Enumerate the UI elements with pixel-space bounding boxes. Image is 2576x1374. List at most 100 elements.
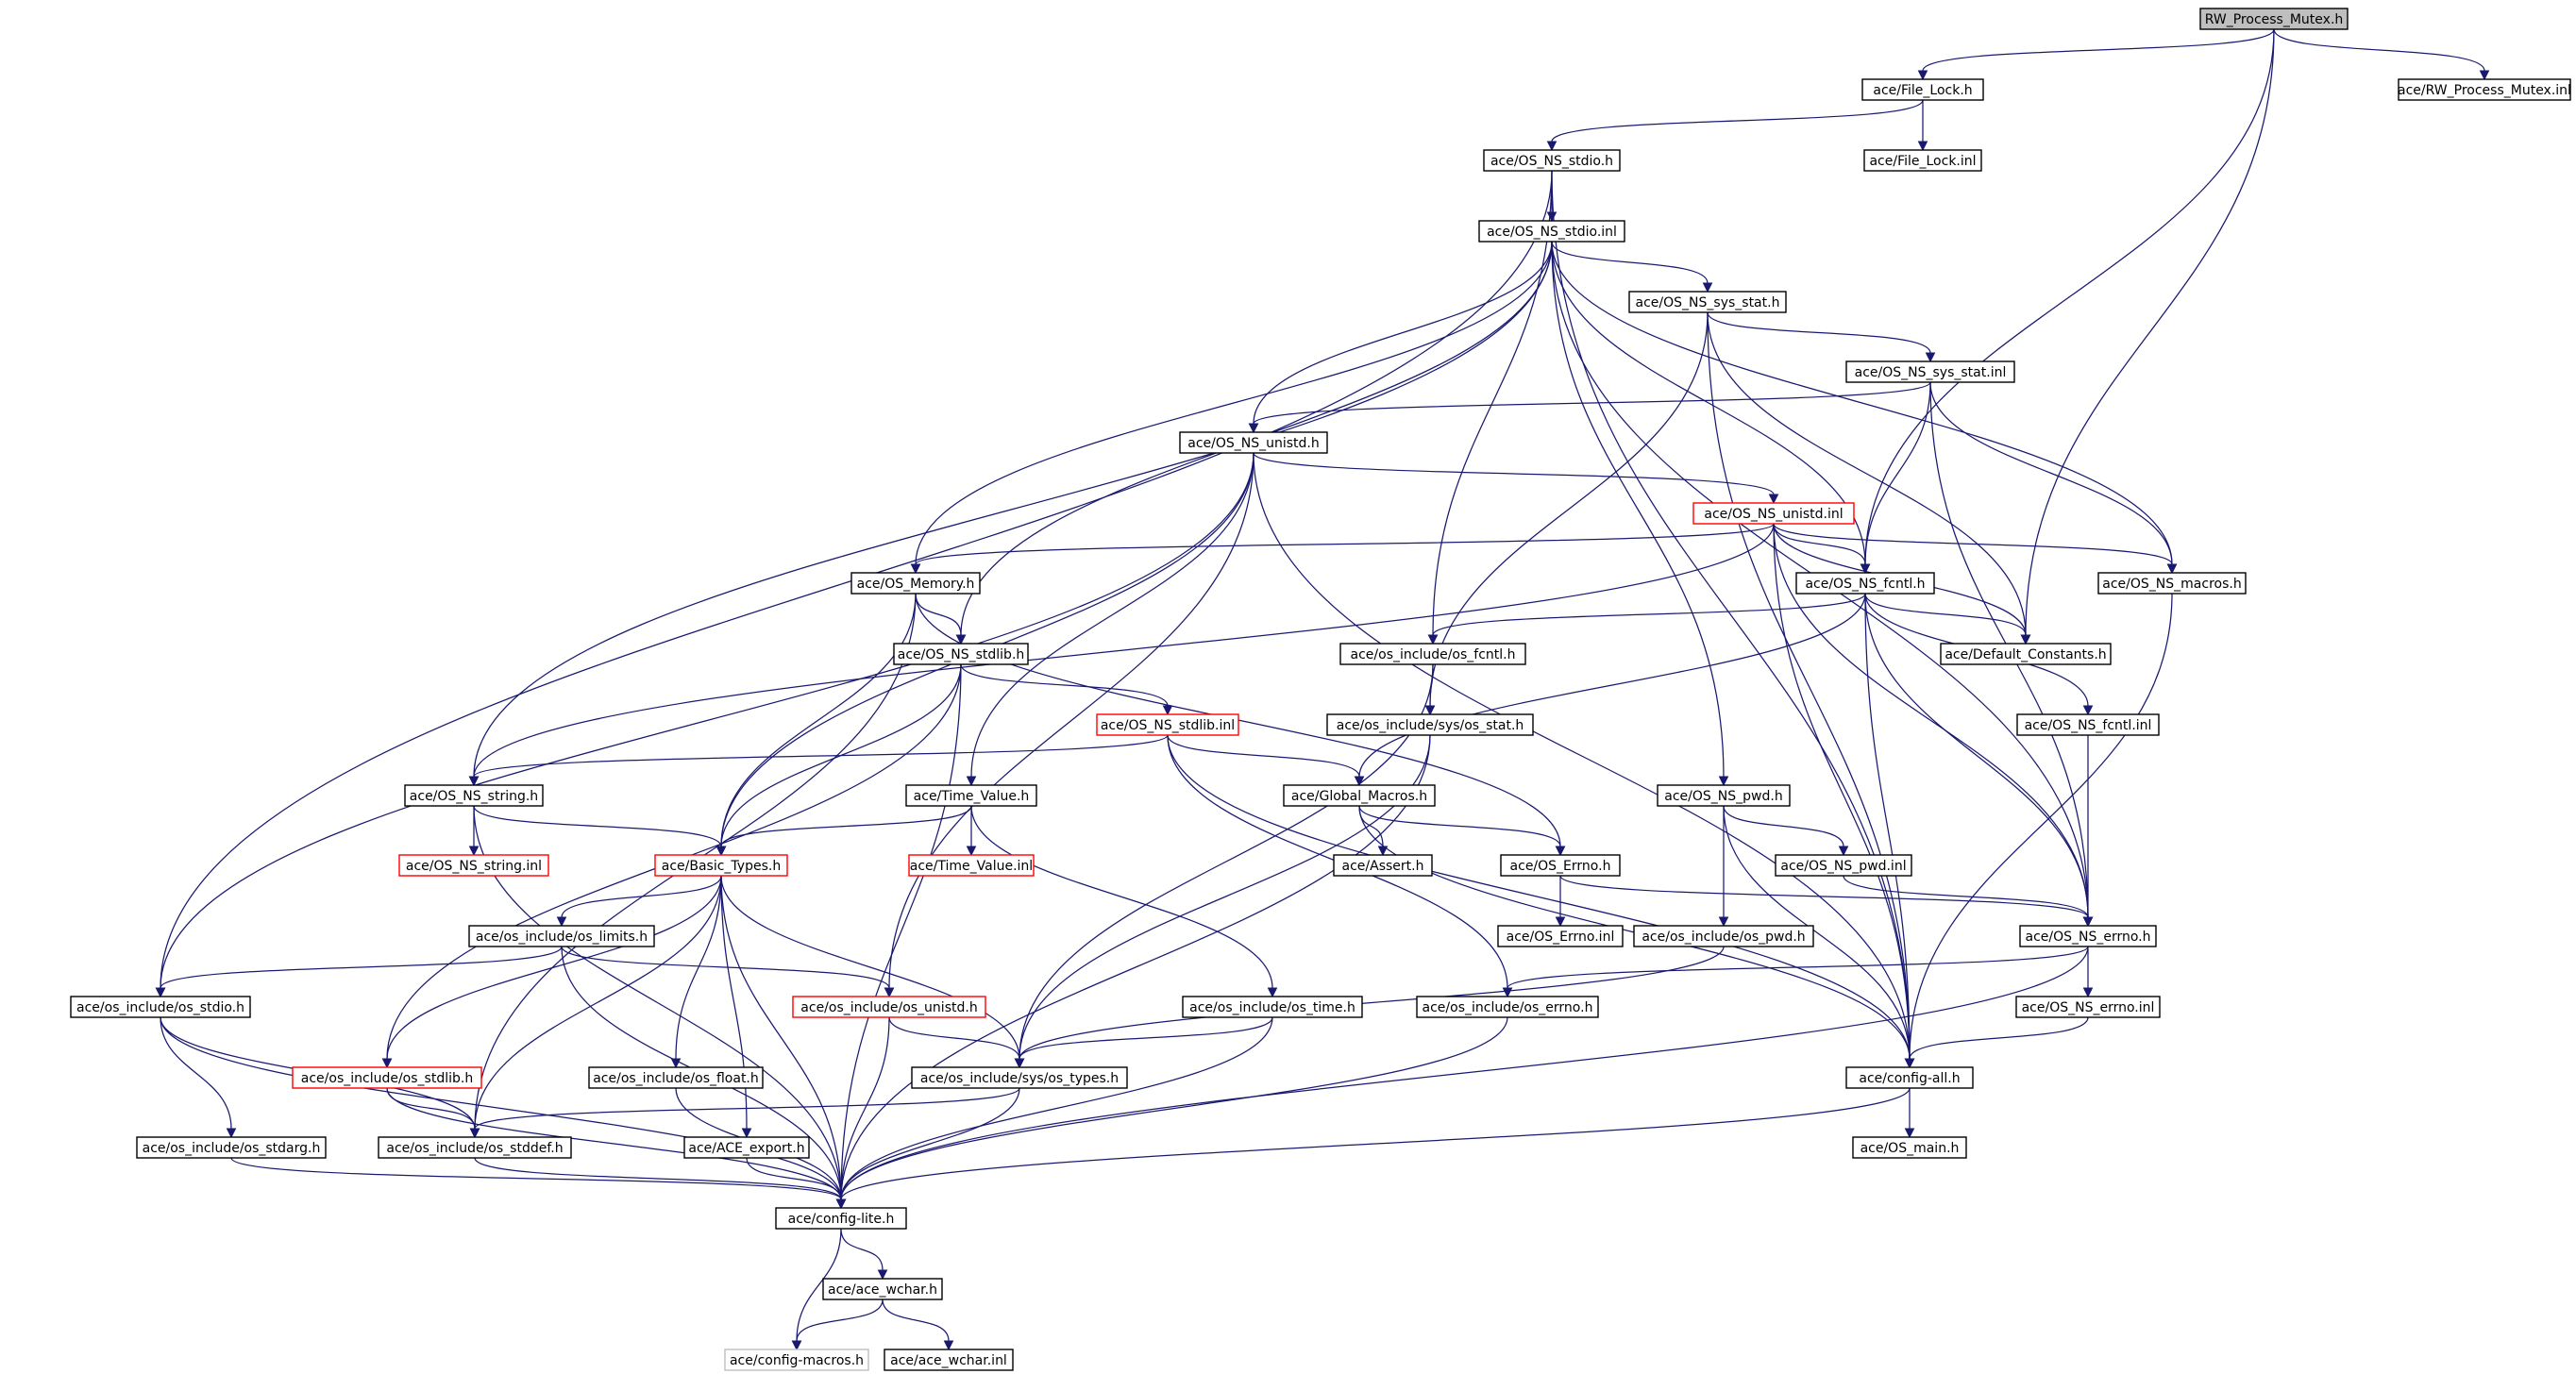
node-label: ace/Time_Value.inl <box>910 859 1033 874</box>
node-os-errno-inl[interactable]: ace/OS_Errno.inl <box>1497 925 1624 947</box>
node-box <box>1861 78 1984 101</box>
node-global-macros-h[interactable]: ace/Global_Macros.h <box>1283 784 1436 807</box>
node-label: ace/OS_NS_fcntl.h <box>1805 577 1925 592</box>
node-box <box>884 1349 1014 1371</box>
node-label: ace/os_include/os_stdarg.h <box>143 1141 321 1156</box>
node-label: ace/OS_main.h <box>1860 1141 1960 1156</box>
node-os-ns-sys-stat-h[interactable]: ace/OS_NS_sys_stat.h <box>1628 291 1787 313</box>
node-label: ace/os_include/os_unistd.h <box>800 1000 977 1015</box>
node-label: ace/OS_Memory.h <box>857 577 975 592</box>
node-os-ns-unistd-inl[interactable]: ace/OS_NS_unistd.inl <box>1692 502 1855 525</box>
node-os-inc-sys-types-h[interactable]: ace/os_include/sys/os_types.h <box>911 1066 1128 1089</box>
node-config-lite-h[interactable]: ace/config-lite.h <box>775 1207 907 1230</box>
edge-file_lock_h-to-os_ns_stdio_h <box>1546 99 1924 152</box>
node-os-errno-h[interactable]: ace/OS_Errno.h <box>1500 854 1621 877</box>
node-rw[interactable]: RW_Process_Mutex.h <box>2199 8 2349 30</box>
node-os-ns-macros-h[interactable]: ace/OS_NS_macros.h <box>2097 572 2247 595</box>
node-box <box>1628 291 1787 313</box>
node-os-ns-stdio-inl[interactable]: ace/OS_NS_stdio.inl <box>1478 220 1625 243</box>
node-os-inc-errno-h[interactable]: ace/os_include/os_errno.h <box>1416 996 1599 1018</box>
node-basic-types-h[interactable]: ace/Basic_Types.h <box>654 854 788 877</box>
node-os-inc-fcntl-h[interactable]: ace/os_include/os_fcntl.h <box>1339 643 1526 665</box>
node-os-main-h[interactable]: ace/OS_main.h <box>1852 1136 1967 1159</box>
node-os-inc-unistd-h[interactable]: ace/os_include/os_unistd.h <box>792 996 986 1018</box>
node-os-inc-stddef-h[interactable]: ace/os_include/os_stddef.h <box>378 1136 572 1159</box>
node-label: ace/OS_NS_sys_stat.h <box>1636 295 1780 310</box>
edge-basic_types_h-to-os_inc_stdlib_h <box>381 875 722 1069</box>
node-time-value-h[interactable]: ace/Time_Value.h <box>905 784 1037 807</box>
node-rw-inl[interactable]: ace/RW_Process_Mutex.inl <box>2398 78 2571 101</box>
node-label: ace/ace_wchar.inl <box>890 1353 1007 1368</box>
node-os-ns-string-h[interactable]: ace/OS_NS_string.h <box>404 784 544 807</box>
node-box <box>893 643 1029 665</box>
edge-rw-to-default_constants_h <box>2020 28 2275 645</box>
node-os-ns-stdlib-h[interactable]: ace/OS_NS_stdlib.h <box>893 643 1029 665</box>
node-config-macros-h[interactable]: ace/config-macros.h <box>724 1349 869 1371</box>
node-os-inc-float-h[interactable]: ace/os_include/os_float.h <box>588 1066 764 1089</box>
node-box <box>398 854 549 877</box>
edge-os_errno_h-to-os_ns_errno_h <box>1559 875 2094 928</box>
node-box <box>822 1278 943 1300</box>
edge-os_inc_stddef_h-to-config_lite_h <box>474 1157 847 1210</box>
node-file-lock-h[interactable]: ace/File_Lock.h <box>1861 78 1984 101</box>
node-label: ace/OS_NS_sys_stat.inl <box>1855 365 2007 380</box>
node-label: ace/OS_NS_pwd.inl <box>1780 859 1906 874</box>
node-box <box>724 1349 869 1371</box>
edge-os_inc_errno_h-to-config_lite_h <box>835 1016 1508 1210</box>
node-box <box>468 925 655 947</box>
node-os-ns-fcntl-h[interactable]: ace/OS_NS_fcntl.h <box>1795 572 1935 595</box>
node-box <box>2199 8 2349 30</box>
node-label: ace/OS_NS_stdio.inl <box>1487 225 1617 240</box>
node-os-inc-time-h[interactable]: ace/os_include/os_time.h <box>1182 996 1363 1018</box>
node-os-ns-pwd-inl[interactable]: ace/OS_NS_pwd.inl <box>1775 854 1912 877</box>
node-os-ns-sys-stat-inl[interactable]: ace/OS_NS_sys_stat.inl <box>1845 360 2015 383</box>
node-box <box>1483 149 1621 172</box>
node-label: ace/os_include/os_stdio.h <box>76 1000 244 1015</box>
node-os-inc-stdarg-h[interactable]: ace/os_include/os_stdarg.h <box>136 1136 327 1159</box>
node-os-inc-sys-stat-h[interactable]: ace/os_include/sys/os_stat.h <box>1326 713 1534 736</box>
edge-basic_types_h-to-os_inc_sys_types_h <box>720 875 1025 1069</box>
edge-os_ns_unistd_inl-to-os_ns_macros_h <box>1773 523 2178 575</box>
node-os-ns-stdlib-inl[interactable]: ace/OS_NS_stdlib.inl <box>1096 713 1239 736</box>
node-label: ace/OS_NS_unistd.inl <box>1704 507 1843 522</box>
node-os-ns-errno-h[interactable]: ace/OS_NS_errno.h <box>2019 925 2157 947</box>
node-file-lock-inl[interactable]: ace/File_Lock.inl <box>1863 149 1982 172</box>
edge-os_ns_stdlib_h-to-config_lite_h <box>835 663 962 1210</box>
node-box <box>1845 1066 1974 1089</box>
node-os-ns-pwd-h[interactable]: ace/OS_NS_pwd.h <box>1657 784 1791 807</box>
node-os-ns-string-inl[interactable]: ace/OS_NS_string.inl <box>398 854 549 877</box>
node-os-ns-stdio-h[interactable]: ace/OS_NS_stdio.h <box>1483 149 1621 172</box>
node-box <box>404 784 544 807</box>
node-os-inc-stdlib-h[interactable]: ace/os_include/os_stdlib.h <box>292 1066 482 1089</box>
node-label: ace/OS_NS_string.h <box>410 789 538 804</box>
edge-os_ns_errno_h-to-os_inc_errno_h <box>1502 946 2089 998</box>
node-os-inc-pwd-h[interactable]: ace/os_include/os_pwd.h <box>1633 925 1814 947</box>
edge-os_ns_stdlib_inl-to-os_ns_string_h <box>468 734 1169 787</box>
node-ace-wchar-inl[interactable]: ace/ace_wchar.inl <box>884 1349 1014 1371</box>
edge-os_ns_sys_stat_inl-to-os_ns_unistd_h <box>1248 381 1931 434</box>
node-ace-export-h[interactable]: ace/ACE_export.h <box>683 1136 810 1159</box>
node-os-memory-h[interactable]: ace/OS_Memory.h <box>850 572 981 595</box>
node-ace-wchar-h[interactable]: ace/ace_wchar.h <box>822 1278 943 1300</box>
node-os-inc-stdio-h[interactable]: ace/os_include/os_stdio.h <box>70 996 251 1018</box>
node-box <box>1478 220 1625 243</box>
node-label: ace/OS_Errno.h <box>1510 859 1611 874</box>
node-label: ace/Time_Value.h <box>914 789 1030 804</box>
edge-config_all_h-to-config_lite_h <box>835 1087 1911 1210</box>
node-os-ns-unistd-h[interactable]: ace/OS_NS_unistd.h <box>1179 431 1328 454</box>
node-default-constants-h[interactable]: ace/Default_Constants.h <box>1940 643 2112 665</box>
node-label: ace/config-macros.h <box>730 1353 864 1368</box>
node-os-ns-errno-inl[interactable]: ace/OS_NS_errno.inl <box>2015 996 2161 1018</box>
node-time-value-inl[interactable]: ace/Time_Value.inl <box>908 854 1035 877</box>
edge-os_inc_time_h-to-os_inc_sys_types_h <box>1014 1016 1273 1069</box>
node-os-inc-limits-h[interactable]: ace/os_include/os_limits.h <box>468 925 655 947</box>
node-os-ns-fcntl-inl[interactable]: ace/OS_NS_fcntl.inl <box>2016 713 2160 736</box>
node-assert-h[interactable]: ace/Assert.h <box>1333 854 1433 877</box>
node-label: ace/os_include/sys/os_stat.h <box>1337 718 1524 733</box>
edge-os_ns_unistd_h-to-time_value_h <box>966 452 1254 787</box>
edge-os_ns_stdio_inl-to-os_ns_sys_stat_h <box>1551 241 1713 293</box>
edge-ace_export_h-to-config_lite_h <box>746 1157 847 1210</box>
edge-os_inc_sys_types_h-to-config_lite_h <box>835 1087 1020 1210</box>
node-label: ace/config-all.h <box>1859 1071 1960 1086</box>
node-config-all-h[interactable]: ace/config-all.h <box>1845 1066 1974 1089</box>
